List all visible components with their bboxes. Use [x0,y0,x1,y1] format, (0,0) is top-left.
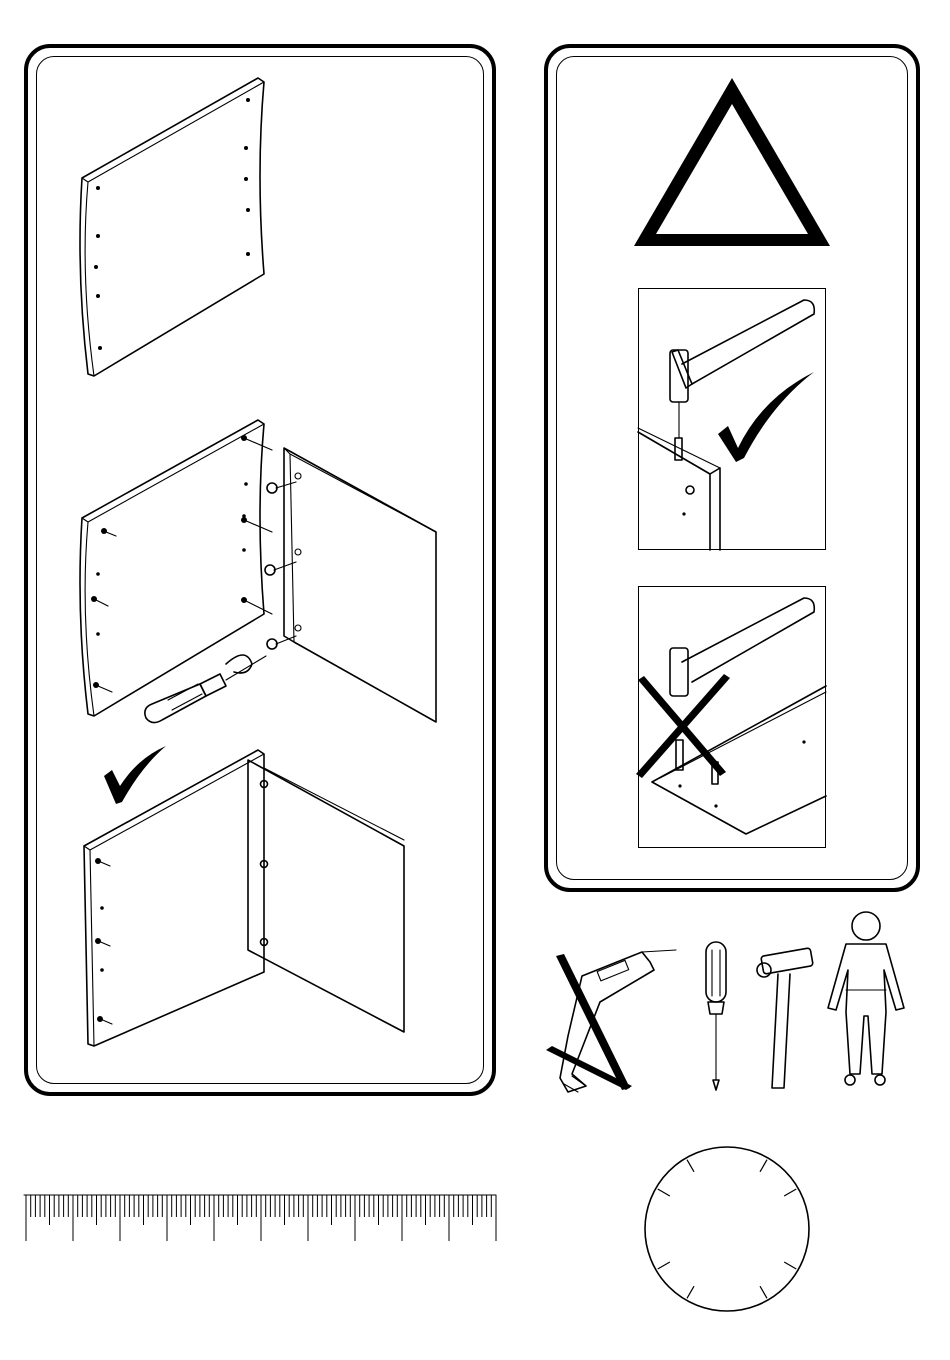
clock-hour-mark [760,1286,767,1298]
screwdriver-in-use-icon [145,656,266,723]
screw-assembly-icon [76,414,456,734]
power-drill-icon [542,946,682,1096]
hammer-dowel-correct-icon [638,288,826,550]
assembled-corner-icon [78,744,418,1054]
clock-hour-mark [784,1189,796,1196]
clock-hour-mark [760,1160,767,1172]
screw-icon [91,528,116,692]
one-person-icon [816,908,916,1088]
hammer-dowel-wrong-icon [638,586,826,848]
ruler-icon [24,1192,500,1242]
clock-hour-mark [687,1286,694,1298]
hammer-icon [754,940,824,1090]
clock-hour-mark [658,1189,670,1196]
clock-hour-mark [784,1262,796,1269]
warning-triangle-icon [630,74,834,250]
side-panel-icon [78,74,278,384]
clock-hour-mark [687,1160,694,1172]
clock-icon [642,1144,812,1314]
screwdriver-icon [696,940,736,1090]
clock-hour-mark [658,1262,670,1269]
